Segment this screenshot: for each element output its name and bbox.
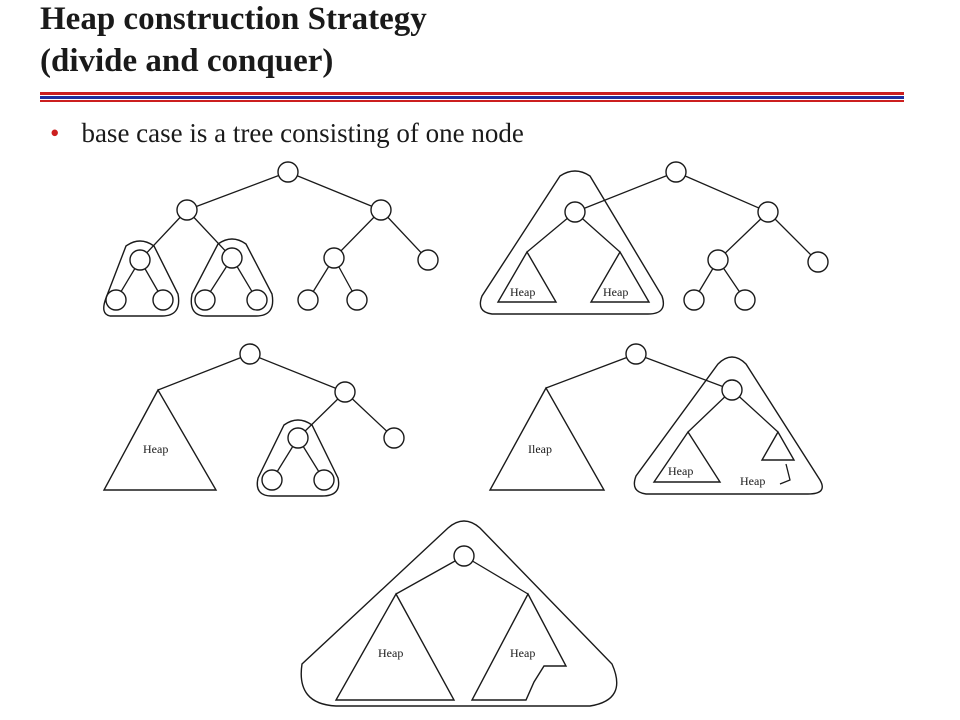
panel-1-tree — [103, 161, 439, 317]
bullet-dot-icon: • — [50, 118, 60, 148]
heap-label-p4-left: Ileap — [528, 442, 552, 456]
bullet-text: base case is a tree consisting of one no… — [81, 118, 524, 148]
panel-3-tree: Heap — [102, 343, 405, 497]
heap-label-p2-left: Heap — [510, 285, 535, 299]
panel-5-tree: Heap Heap — [300, 520, 618, 707]
heap-label-p5-left: Heap — [378, 646, 403, 660]
heap-label-p2-right: Heap — [603, 285, 628, 299]
title-rule-red-bottom — [40, 100, 904, 102]
title-line-2: (divide and conquer) — [40, 43, 334, 79]
title-rule-blue — [40, 96, 904, 99]
heap-label-p4-mid: Heap — [668, 464, 693, 478]
slide-title: Heap construction Strategy (divide and c… — [40, 0, 427, 82]
panel-4-tree: Ileap Heap Heap — [488, 343, 823, 495]
heap-label-p4-right: Heap — [740, 474, 765, 488]
heap-label-p5-right: Heap — [510, 646, 535, 660]
panel-2-tree: Heap Heap — [479, 161, 829, 315]
heap-label-p3: Heap — [143, 442, 168, 456]
title-rule-red-top — [40, 92, 904, 95]
bullet-item: • base case is a tree consisting of one n… — [50, 118, 524, 149]
title-line-1: Heap construction Strategy — [40, 1, 427, 37]
